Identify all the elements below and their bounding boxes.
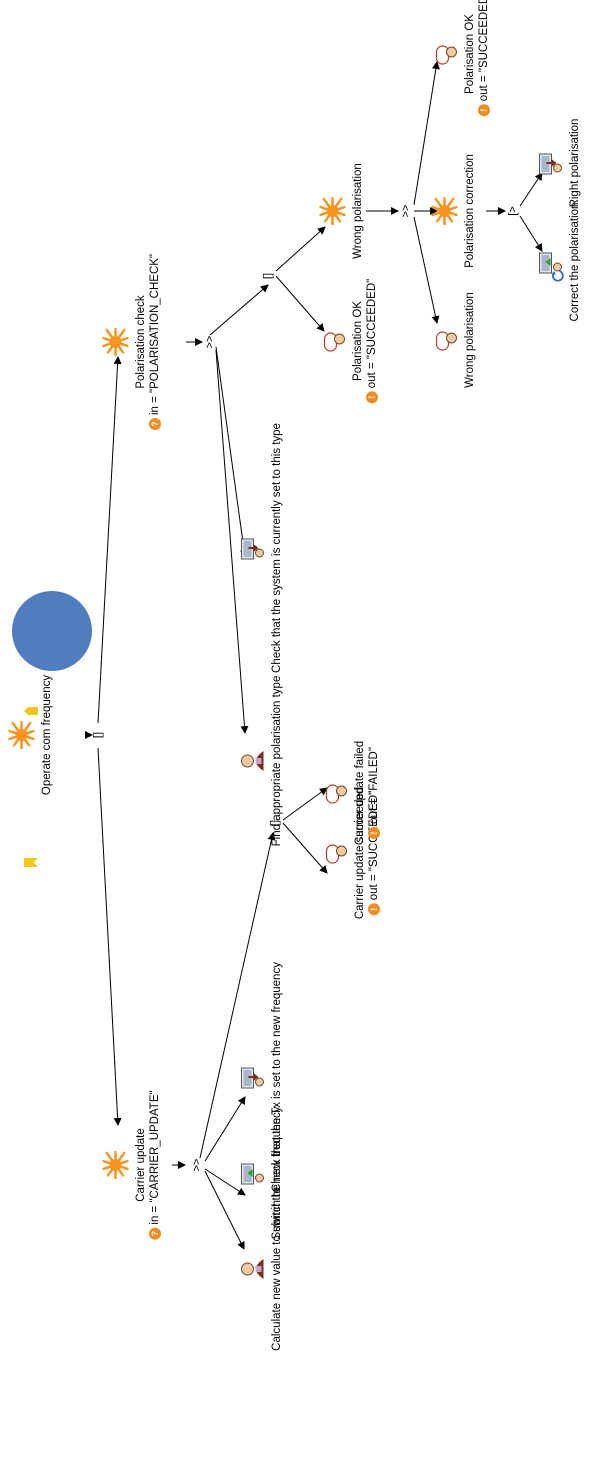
iterative-loop-icon <box>551 269 570 283</box>
system-task-icon <box>432 326 463 354</box>
task-label: Operate com frequency <box>41 674 53 796</box>
parameter-text: in = "CARRIER_UPDATE" <box>149 1090 161 1225</box>
system-task-icon <box>322 779 353 807</box>
edge-arrow <box>519 172 543 207</box>
edge-arrow <box>275 226 326 272</box>
operator-op-correction: [> <box>507 206 519 216</box>
parameter-badge-icon: ! <box>366 391 378 404</box>
user-task-icon <box>239 1255 270 1283</box>
interaction-output-icon <box>239 1063 270 1091</box>
edge-arrow <box>199 832 276 1159</box>
edge-arrow <box>413 216 440 324</box>
task-label: Wrong polarisation <box>464 292 476 388</box>
task-parameter: ! out = "SUCCEEDED" <box>477 0 491 117</box>
task-label: Polarisation OK <box>464 14 476 94</box>
edge-arrow <box>215 349 249 734</box>
edge-arrow <box>413 61 440 206</box>
parameter-badge-icon: ! <box>478 104 490 117</box>
operator-op-polar: >> <box>204 335 216 349</box>
edge-arrow <box>204 1168 246 1196</box>
parameter-text: out = "SUCCEEDED" <box>366 278 378 389</box>
abstract-task-icon <box>6 720 40 752</box>
task-parameter: ? in = "CARRIER_UPDATE" <box>148 1090 162 1240</box>
operator-op-carrier-result: [] <box>269 819 281 827</box>
task-label: Wrong polarisation <box>352 163 364 259</box>
system-task-icon <box>320 327 351 355</box>
user-task-icon <box>239 747 270 775</box>
abstract-task-icon <box>100 327 134 359</box>
task-parameter: ! out = "FAILED" <box>367 747 381 839</box>
task-label: Polarisation OK <box>352 301 364 381</box>
interaction-input-icon <box>537 248 568 276</box>
task-label: Carrier update <box>135 1128 147 1202</box>
task-label: Right polarisation <box>569 118 581 208</box>
edge-arrow <box>204 1170 245 1250</box>
parameter-badge-icon: ! <box>368 826 380 839</box>
edge-arrow <box>204 1096 246 1162</box>
parameter-text: out = "FAILED" <box>368 747 380 824</box>
parameter-badge-icon: ? <box>149 418 161 431</box>
edge-arrow <box>282 787 328 821</box>
edge-arrow <box>275 275 325 332</box>
task-parameter: ! out = "SUCCEEDED" <box>365 278 379 404</box>
edge-arrow <box>97 356 122 724</box>
task-label: Check that the Tx is set to the new freq… <box>271 962 283 1192</box>
abstract-task-icon <box>100 1150 134 1182</box>
task-label: Polarisation correction <box>464 154 476 268</box>
interaction-output-icon <box>239 534 270 562</box>
abstract-task-icon <box>317 196 351 228</box>
edge-arrow <box>209 284 269 336</box>
operator-op-wrong: >> <box>400 204 412 218</box>
edge-arrow <box>215 346 249 558</box>
system-task-icon <box>432 40 463 68</box>
edge-arrow <box>97 747 122 1126</box>
blue-circle-shape <box>12 591 92 671</box>
task-label: Polarisation check <box>135 295 147 389</box>
edge-arrow <box>519 215 543 252</box>
system-task-icon <box>322 839 353 867</box>
interaction-output-icon <box>537 149 568 177</box>
task-label: Check that the system is currently set t… <box>271 423 283 673</box>
parameter-text: in = "POLARISATION_CHECK" <box>149 253 161 416</box>
task-parameter: ? in = "POLARISATION_CHECK" <box>148 253 162 431</box>
operator-op-carrier: >> <box>191 1158 203 1172</box>
operator-op-root: [] <box>92 731 104 739</box>
parameter-badge-icon: ? <box>149 1227 161 1240</box>
parameter-badge-icon: ! <box>368 903 380 916</box>
abstract-task-icon <box>429 196 463 228</box>
operator-op-polar-result: [] <box>262 272 274 280</box>
parameter-text: out = "SUCCEEDED" <box>478 0 490 102</box>
interaction-input-icon <box>239 1159 270 1187</box>
edge-arrow <box>282 822 328 874</box>
task-label: Correct the polarisation <box>569 202 581 322</box>
task-label: Carrier update failed <box>354 740 366 846</box>
